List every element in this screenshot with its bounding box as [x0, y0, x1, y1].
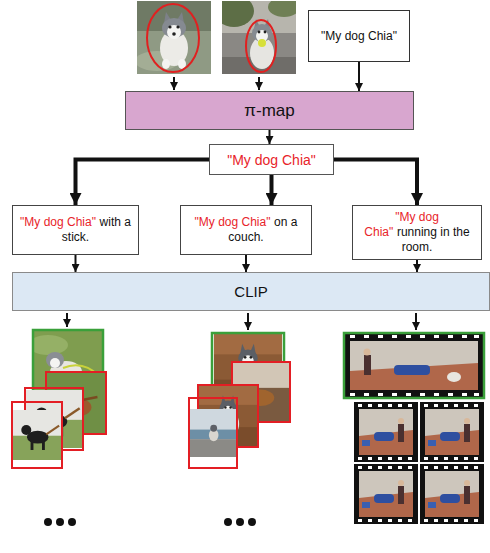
retrieved-image: [189, 409, 237, 457]
wrong-border: [12, 402, 62, 468]
prompt-box: "My dog Chia"running in the room.: [352, 205, 482, 260]
retrieved-video: [344, 333, 484, 398]
text-holder: "My dog Chia"running in the room.: [359, 210, 475, 255]
prompt-box: "My dog Chia"with a stick.: [12, 205, 139, 255]
text-holder: "My dog Chia"with a stick.: [19, 215, 132, 245]
process-box: π-map: [125, 91, 414, 130]
text-holder: "My dog Chia": [227, 152, 316, 168]
mask-ellipse: [147, 4, 199, 72]
flow-arrow: [245, 255, 247, 272]
node-text: "My dog Chia": [195, 215, 271, 229]
flow-arrow: [269, 130, 271, 144]
output-arrow: [247, 313, 249, 330]
input-arrow: [173, 77, 175, 90]
retrieved-video: [420, 402, 484, 462]
node-text: CLIP: [234, 283, 267, 300]
retrieved-video: [420, 464, 484, 524]
node-text: "My dog Chia": [20, 215, 96, 229]
node-text: π-map: [244, 101, 294, 120]
retrieved-video: [354, 402, 418, 462]
input-photo: [214, 0, 300, 74]
flow-arrow: [75, 255, 77, 272]
flow-arrow: [76, 160, 210, 206]
flow-arrow: [270, 175, 274, 205]
output-box: "My dog Chia": [209, 144, 334, 175]
flow-arrow: [358, 62, 360, 91]
retrieved-image: [12, 410, 62, 460]
ellipsis-dots: [44, 518, 256, 526]
retrieved-video: [354, 464, 418, 524]
node-text: running in the room.: [397, 225, 470, 254]
text-holder: "My dog Chia"on a couch.: [187, 215, 305, 245]
text-holder: π-map: [244, 101, 294, 121]
text-holder: "My dog Chia": [321, 29, 397, 43]
node-text: "My dog Chia": [321, 29, 397, 43]
input-box: "My dog Chia": [308, 10, 410, 62]
prompt-box: "My dog Chia"on a couch.: [180, 205, 312, 255]
output-arrow: [66, 313, 68, 327]
input-arrow: [258, 77, 260, 90]
input-photo: [135, 1, 211, 74]
model-band: CLIP: [12, 272, 490, 311]
flow-arrow: [416, 260, 418, 272]
output-arrow: [415, 313, 417, 330]
wrong-border: [189, 398, 237, 468]
flow-arrow: [334, 160, 417, 206]
node-text: "My dog Chia": [227, 152, 316, 168]
mask-ellipse: [246, 20, 276, 72]
text-holder: CLIP: [234, 283, 267, 300]
correct-border: [344, 333, 484, 398]
